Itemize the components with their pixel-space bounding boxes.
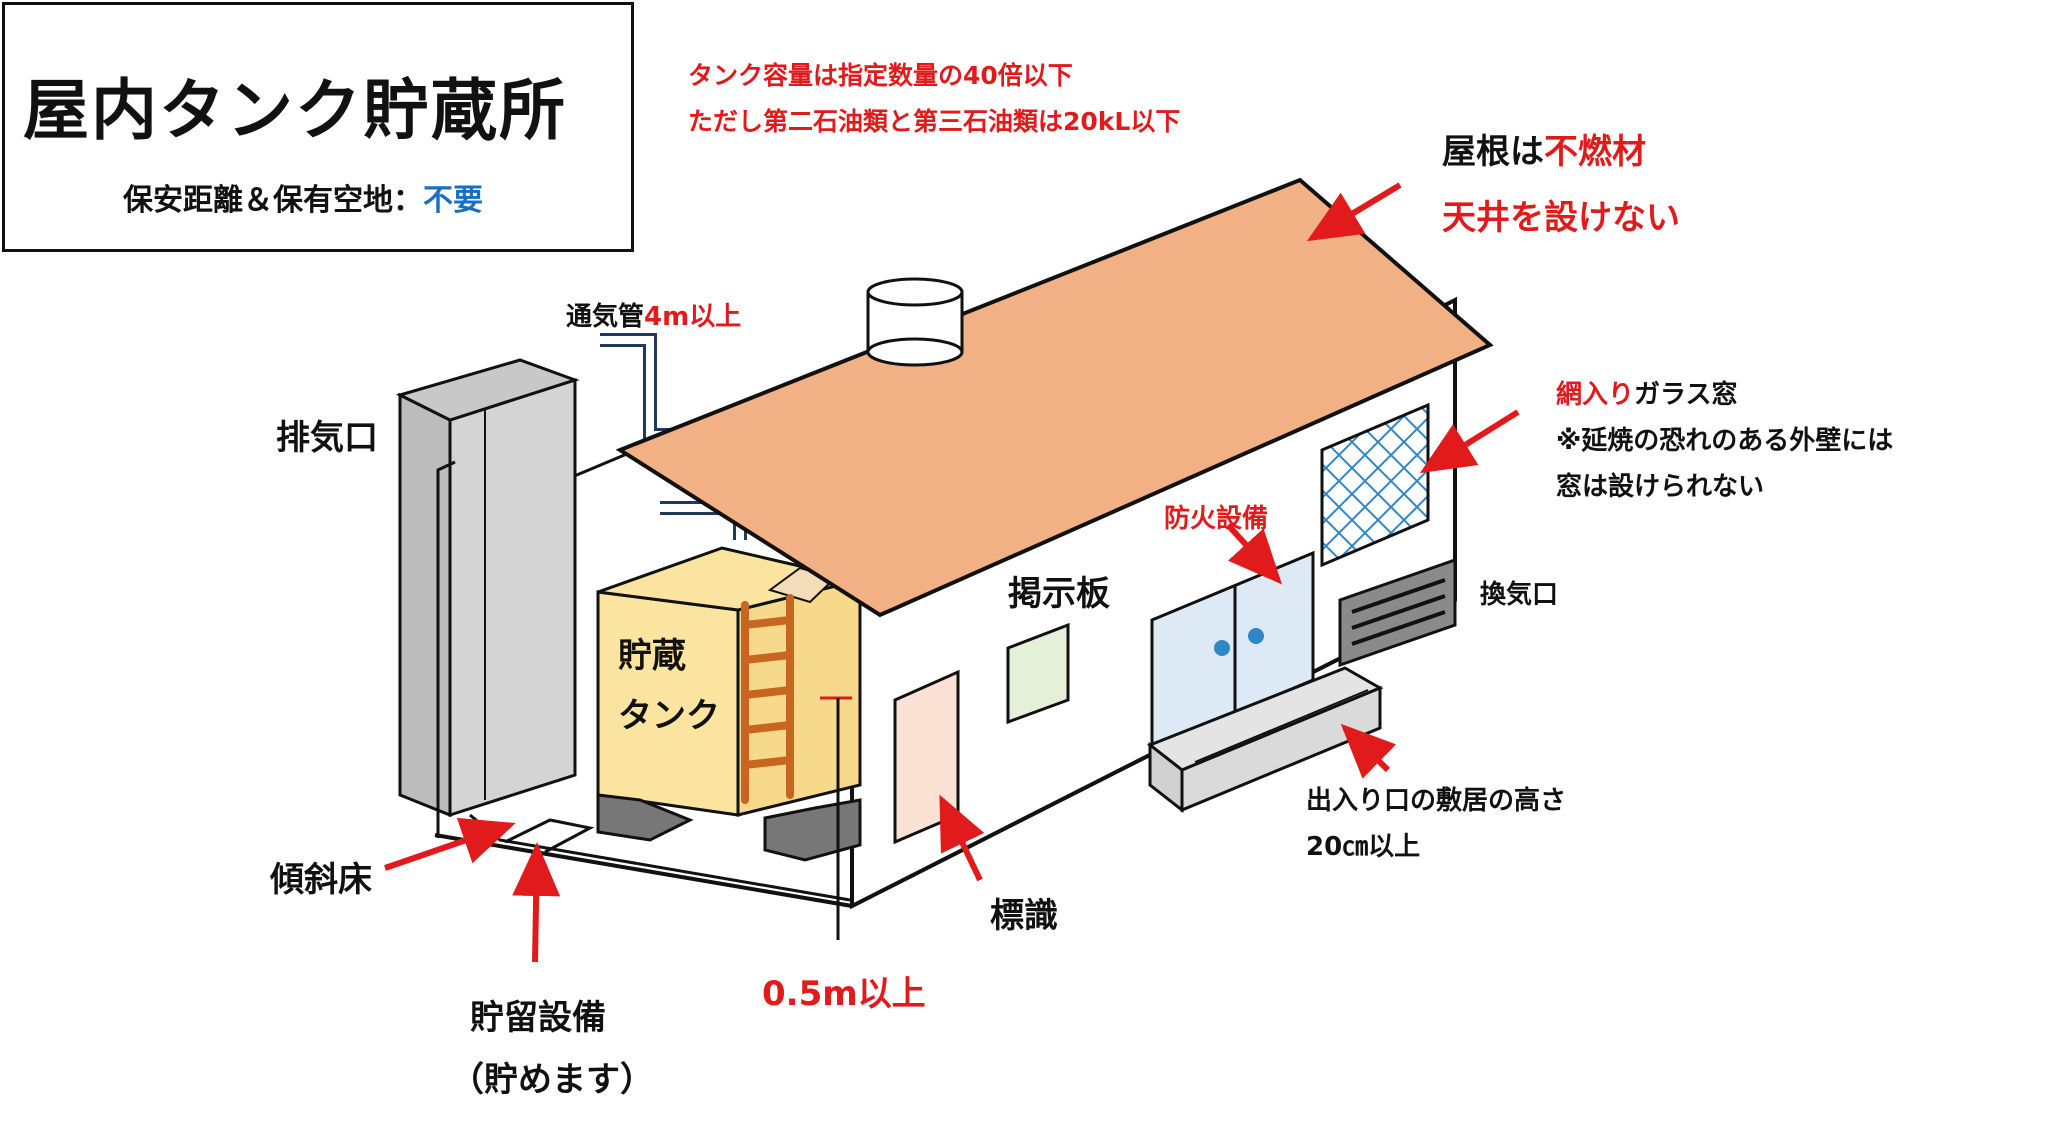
roof-label-material: 不燃材: [1544, 132, 1646, 172]
title-subtitle: 保安距離＆保有空地：不要: [123, 175, 483, 219]
threshold-label-line2: 20㎝以上: [1306, 832, 1421, 862]
tank-support-right: [763, 798, 862, 862]
subtitle-value: 不要: [423, 183, 483, 218]
exhaust-stack-front: [448, 377, 577, 818]
vent-pipe-label-value: 4m以上: [644, 302, 742, 332]
tank-support-left: [596, 793, 694, 842]
arrow-sloped-floor: [384, 817, 516, 871]
window-note-line1: ※延焼の恐れのある外壁には: [1556, 426, 1894, 456]
capacity-note-line1: タンク容量は指定数量の40倍以下: [688, 61, 1073, 90]
storage-tank: [596, 546, 862, 862]
retention-pit: [504, 818, 595, 854]
roof-ventilator: [866, 277, 964, 367]
exhaust-stack-side: [398, 392, 452, 818]
roof-label-prefix: 屋根は: [1442, 132, 1544, 172]
window-note-line2: 窓は設けられない: [1556, 472, 1765, 502]
window-label-red: 網入り: [1556, 380, 1635, 410]
arrow-sign: [939, 794, 985, 882]
tank-label-line2: タンク: [618, 696, 720, 736]
ventilation-louver: [1338, 557, 1457, 668]
subtitle-prefix: 保安距離＆保有空地：: [123, 183, 423, 218]
sloped-floor-line: [436, 460, 456, 838]
notice-board-label: 掲示板: [1008, 574, 1110, 614]
window-label: 網入りガラス窓: [1556, 374, 1738, 411]
roof: [615, 177, 1494, 618]
ceiling-label: 天井を設けない: [1442, 198, 1680, 238]
threshold-step: [1147, 666, 1384, 814]
wire-glass-window: [1320, 402, 1430, 568]
vent-pipe-label: 通気管4m以上: [566, 296, 741, 333]
title-box: 屋内タンク貯蔵所 保安距離＆保有空地：不要: [2, 2, 634, 252]
roof-label: 屋根は不燃材: [1442, 124, 1646, 173]
sign-label: 標識: [990, 896, 1058, 936]
sloped-floor-label: 傾斜床: [270, 860, 372, 900]
fire-equipment-label: 防火設備: [1164, 504, 1269, 534]
capacity-note-line2: ただし第二石油類と第三石油類は20kL以下: [688, 107, 1181, 136]
window-label-black: ガラス窓: [1634, 380, 1738, 410]
arrow-threshold: [1340, 723, 1397, 779]
retention-label-line2: （貯めます）: [450, 1060, 654, 1100]
threshold-label-line1: 出入り口の敷居の高さ: [1306, 786, 1567, 816]
exhaust-stack-top: [395, 358, 580, 422]
clearance-label: 0.5m以上: [762, 974, 926, 1014]
exhaust-label: 排気口: [276, 418, 378, 458]
page-title: 屋内タンク貯蔵所: [23, 72, 567, 149]
retention-label-line1: 貯留設備: [470, 998, 606, 1038]
arrow-window: [1419, 409, 1520, 474]
arrow-retention: [512, 842, 561, 963]
notice-board: [1006, 622, 1070, 725]
arrow-roof: [1306, 182, 1402, 242]
pointer-arrows: [384, 182, 1520, 963]
exhaust-stack: [395, 358, 580, 818]
vent-pipe-label-prefix: 通気管: [566, 302, 645, 332]
tank-label-line1: 貯蔵: [618, 636, 686, 676]
arrow-fire-equipment: [1225, 522, 1283, 585]
tank-ladder: [741, 594, 794, 804]
ventilation-label: 換気口: [1480, 580, 1559, 610]
